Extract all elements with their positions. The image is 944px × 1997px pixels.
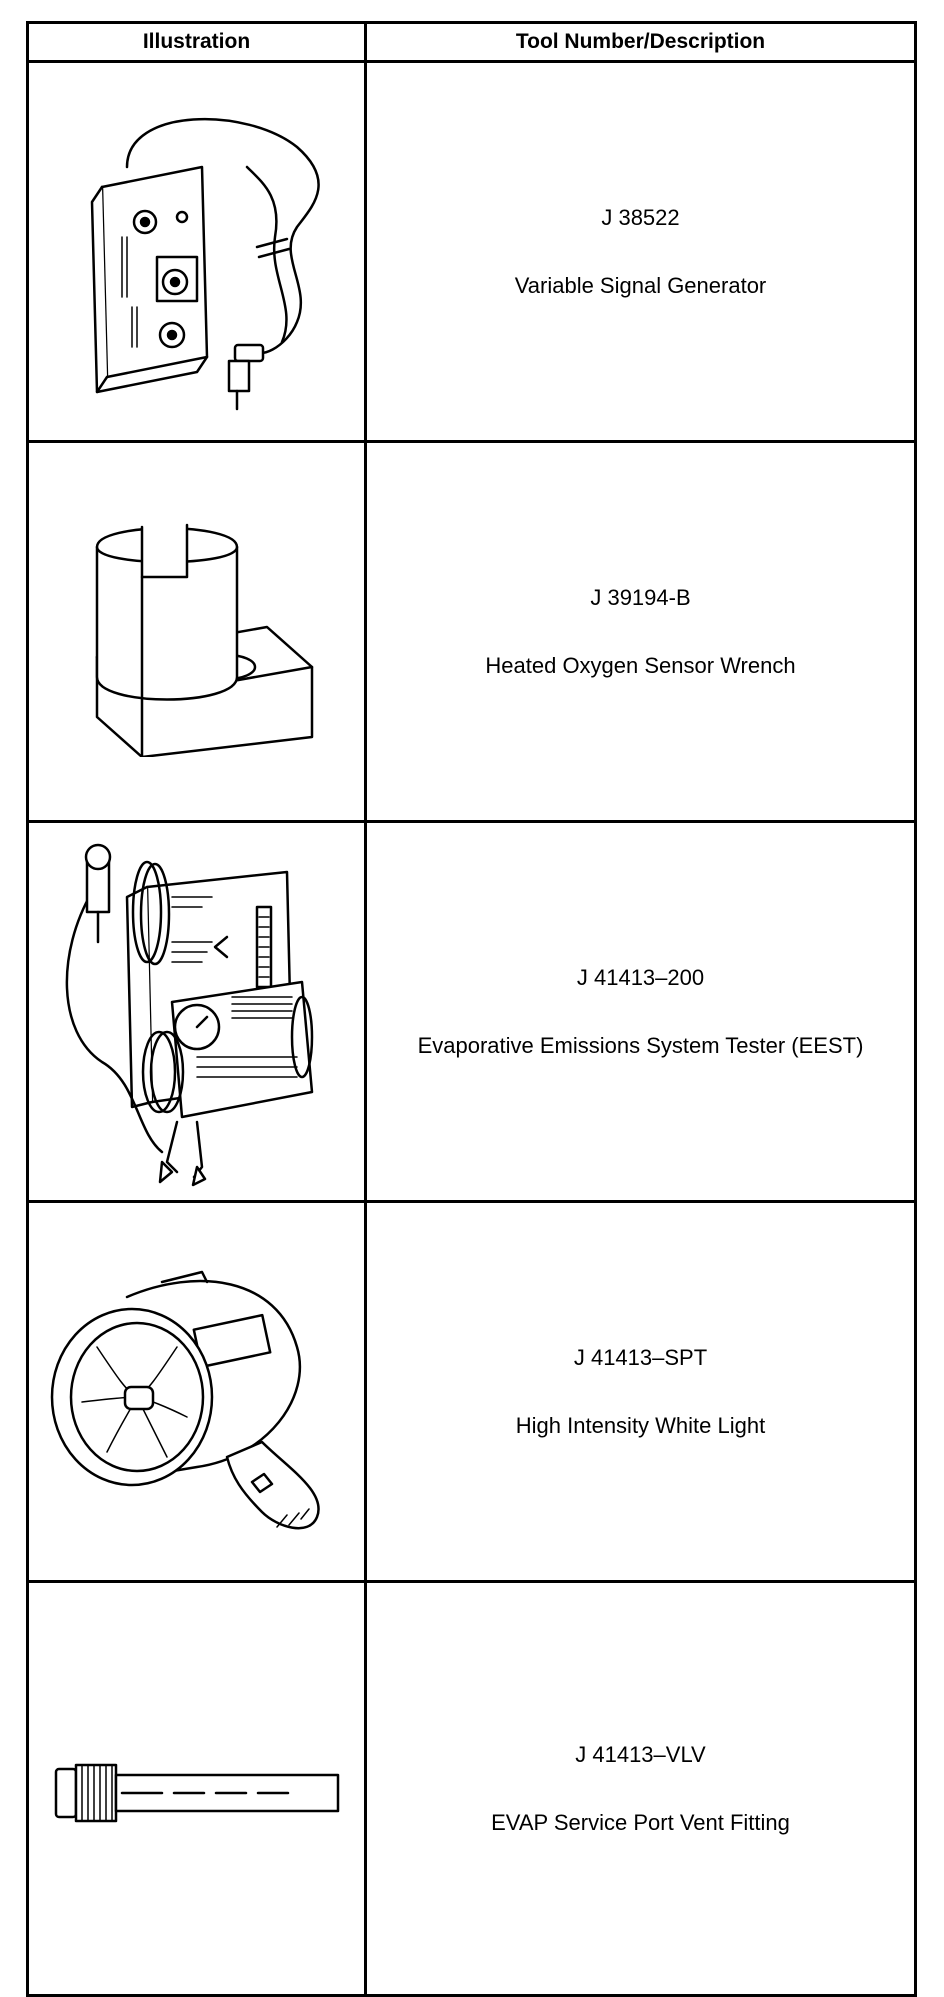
table-row: J 41413–SPT High Intensity White Light bbox=[26, 1200, 917, 1583]
header-illustration: Illustration bbox=[26, 21, 367, 63]
header-row: Illustration Tool Number/Description bbox=[26, 21, 917, 63]
illustration-cell bbox=[26, 440, 367, 823]
illustration-cell bbox=[26, 1200, 367, 1583]
tool-number: J 41413–200 bbox=[576, 964, 705, 990]
description-cell: J 41413–VLV EVAP Service Port Vent Fitti… bbox=[364, 1580, 917, 1997]
header-description: Tool Number/Description bbox=[364, 21, 917, 63]
vent-fitting-icon bbox=[54, 1763, 339, 1822]
tool-number: J 39194-B bbox=[590, 584, 691, 610]
illustration-cell bbox=[26, 60, 367, 443]
emissions-tester-icon bbox=[65, 843, 313, 1186]
tool-name: High Intensity White Light bbox=[515, 1412, 766, 1438]
table-row: J 41413–VLV EVAP Service Port Vent Fitti… bbox=[26, 1580, 917, 1997]
tool-name: Evaporative Emissions System Tester (EES… bbox=[417, 1032, 864, 1058]
table-row: J 38522 Variable Signal Generator bbox=[26, 60, 917, 443]
tool-number: J 41413–VLV bbox=[575, 1741, 706, 1767]
description-cell: J 39194-B Heated Oxygen Sensor Wrench bbox=[364, 440, 917, 823]
description-cell: J 38522 Variable Signal Generator bbox=[364, 60, 917, 443]
description-cell: J 41413–200 Evaporative Emissions System… bbox=[364, 820, 917, 1203]
illustration-cell bbox=[26, 820, 367, 1203]
tool-name: Heated Oxygen Sensor Wrench bbox=[485, 652, 796, 678]
oxygen-sensor-wrench-icon bbox=[95, 523, 313, 757]
table-row: J 39194-B Heated Oxygen Sensor Wrench bbox=[26, 440, 917, 823]
tool-name: Variable Signal Generator bbox=[514, 272, 767, 298]
white-light-icon bbox=[50, 1270, 320, 1529]
tool-name: EVAP Service Port Vent Fitting bbox=[491, 1809, 790, 1835]
special-tools-table: Illustration Tool Number/Description bbox=[26, 21, 917, 1997]
illustration-cell bbox=[26, 1580, 367, 1997]
tool-number: J 41413–SPT bbox=[573, 1344, 708, 1370]
table-row: J 41413–200 Evaporative Emissions System… bbox=[26, 820, 917, 1203]
description-cell: J 41413–SPT High Intensity White Light bbox=[364, 1200, 917, 1583]
tool-number: J 38522 bbox=[601, 204, 680, 230]
signal-generator-icon bbox=[90, 117, 320, 410]
